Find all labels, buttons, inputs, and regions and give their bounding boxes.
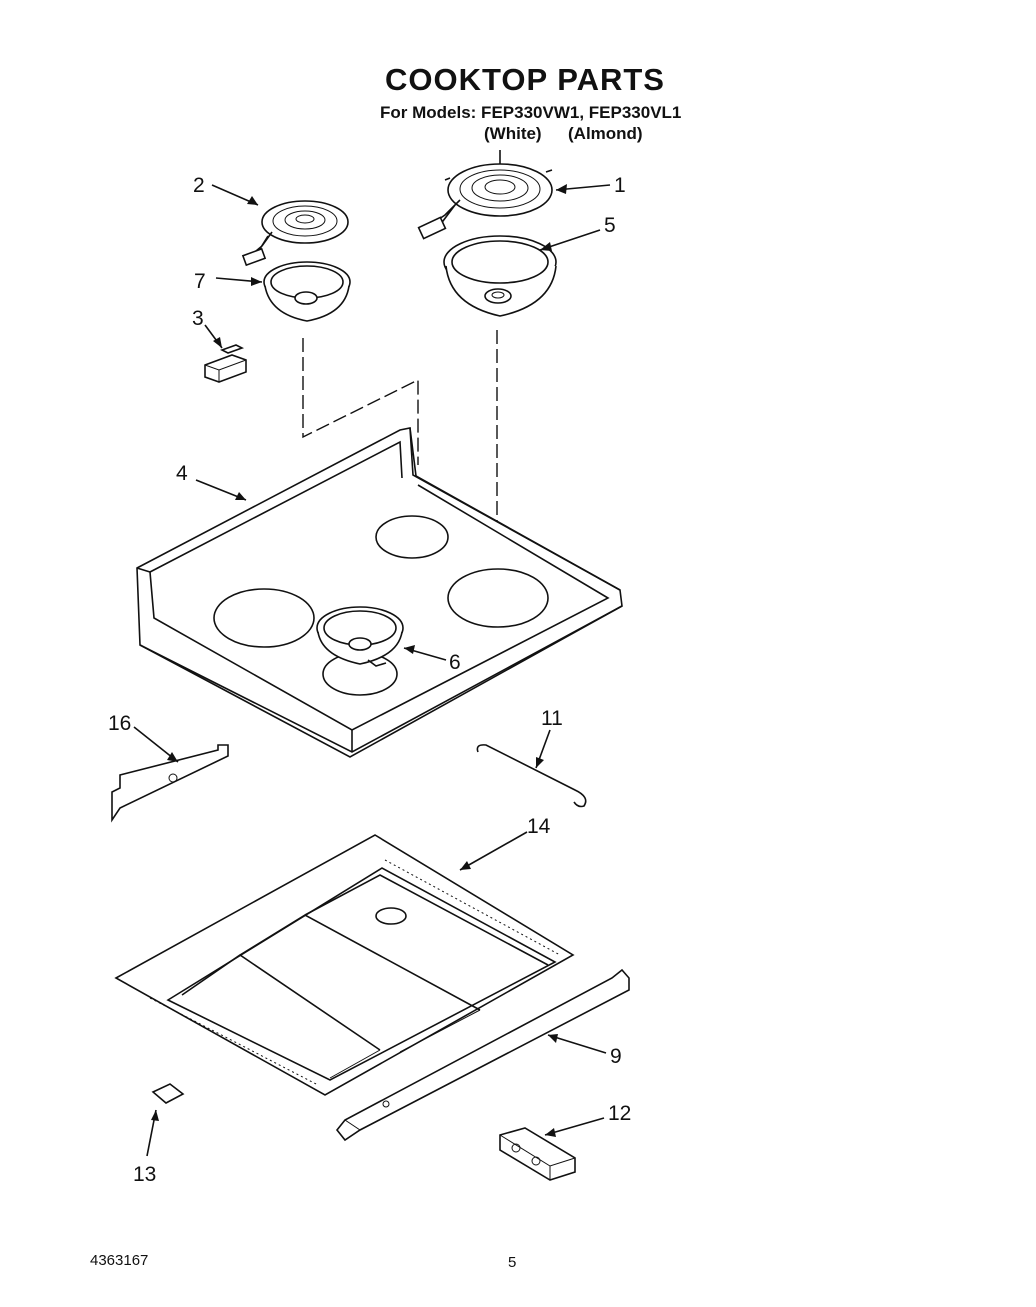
callout-7: 7 [194,270,206,293]
part-receptacle-block [499,1127,576,1181]
callout-3: 3 [192,307,204,330]
part-small-drip-bowl [263,261,351,322]
part-drip-bowl-installed [316,606,404,667]
leader-14 [459,831,528,871]
part-small-surface-element [241,200,349,267]
part-large-drip-bowl [443,235,557,317]
model-white-label: (White) [484,124,542,143]
part-clip [151,1083,185,1104]
models-line: For Models: FEP330VW1, FEP330VL1 [380,103,682,122]
page-title: COOKTOP PARTS [385,62,665,97]
part-support-rod [476,744,587,808]
model-almond-label: (Almond) [568,124,643,143]
callout-6: 6 [449,651,461,674]
callout-1: 1 [614,174,626,197]
callout-12: 12 [608,1102,631,1125]
callout-9: 9 [610,1045,622,1068]
callout-4: 4 [176,462,188,485]
part-cooktop [136,427,623,758]
part-front-rail [335,968,630,1142]
leader-9 [547,1034,607,1054]
callout-16: 16 [108,712,131,735]
part-rear-bracket [111,744,229,823]
callout-14: 14 [527,815,551,838]
part-terminal-block [204,344,247,383]
callout-2: 2 [193,174,205,197]
callout-5: 5 [604,214,616,237]
part-large-surface-element [417,150,553,240]
callout-11: 11 [541,707,563,730]
callout-13: 13 [133,1163,156,1186]
guide-line-small-bowl [302,338,419,465]
part-burner-box [114,834,575,1096]
page-number: 5 [508,1254,517,1271]
document-number: 4363167 [90,1252,149,1269]
